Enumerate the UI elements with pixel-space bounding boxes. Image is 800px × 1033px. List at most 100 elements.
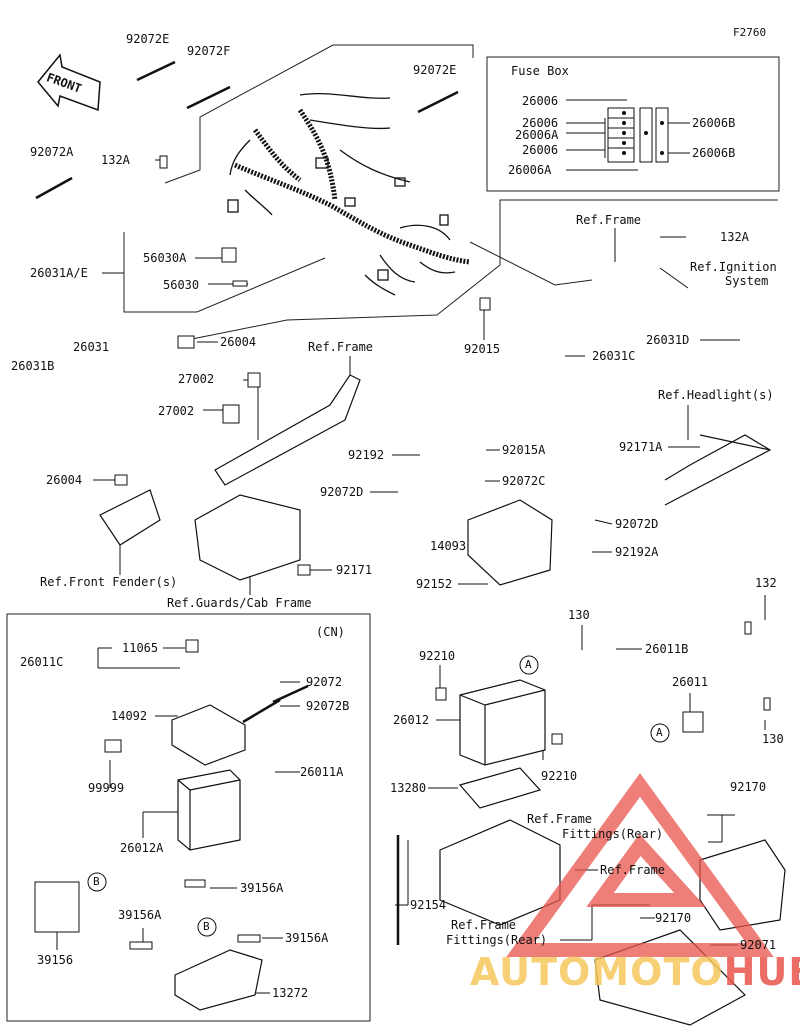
harness-outline-left	[123, 232, 326, 313]
callout-39156: 39156	[37, 953, 74, 967]
bracket-14093	[467, 499, 553, 586]
main-harness	[234, 108, 471, 265]
fuse-box-parts	[607, 107, 669, 163]
callout-92071: 92071	[740, 938, 777, 952]
callout-92072E: 92072E	[413, 63, 457, 77]
callout-13280: 13280	[390, 781, 427, 795]
callout-26011A: 26011A	[300, 765, 344, 779]
callout-26006: 26006	[522, 116, 559, 130]
marker-a: A	[656, 726, 663, 739]
callout-27002: 27002	[178, 372, 215, 386]
callout-14093: 14093	[430, 539, 467, 553]
marker-b: B	[93, 875, 100, 888]
callout-26004: 26004	[46, 473, 83, 487]
callout-26006A: 26006A	[515, 128, 559, 142]
ref-frame: Ref.Frame	[451, 918, 517, 932]
ref-frame: Ref.Frame	[527, 812, 593, 826]
ref-ignition: Ref.Ignition	[690, 260, 777, 274]
callout-26012A: 26012A	[120, 841, 164, 855]
ref-frame: Ref.Frame	[308, 340, 374, 354]
callout-26006: 26006	[522, 143, 559, 157]
callout-92072D: 92072D	[615, 517, 659, 531]
callout-39156A: 39156A	[285, 931, 329, 945]
figure-id: F2760	[733, 26, 767, 39]
fuse-box-title: Fuse Box	[511, 64, 569, 78]
callout-26004: 26004	[220, 335, 257, 349]
callout-92171A: 92171A	[619, 440, 663, 454]
callout-26031C: 26031C	[592, 349, 636, 363]
callout-132A: 132A	[101, 153, 130, 167]
harness-outline-right	[186, 199, 778, 341]
callout-92072A: 92072A	[30, 145, 74, 159]
callout-92171: 92171	[336, 563, 373, 577]
callout-39156A: 39156A	[240, 881, 284, 895]
battery-26012	[459, 679, 546, 766]
callout-26006: 26006	[522, 94, 559, 108]
cable-ties	[35, 60, 459, 724]
callout-92015A: 92015A	[502, 443, 546, 457]
callout-132: 132	[755, 576, 777, 590]
callout-26006B: 26006B	[692, 146, 736, 160]
small-parts	[34, 155, 771, 950]
callout-26011C: 26011C	[20, 655, 64, 669]
marker-b: B	[203, 920, 210, 933]
callout-92210: 92210	[541, 769, 578, 783]
callout-92210: 92210	[419, 649, 456, 663]
callout-92192: 92192	[348, 448, 385, 462]
ref-guards-cab-frame: Ref.Guards/Cab Frame	[167, 596, 312, 610]
callout-92170: 92170	[730, 780, 767, 794]
ref-fittings-rear: Fittings(Rear)	[562, 827, 664, 841]
callout-11065: 11065	[122, 641, 159, 655]
callout-26031: 26031	[73, 340, 110, 354]
callout-130: 130	[568, 608, 590, 622]
cn-frame	[6, 613, 371, 1022]
callout-56030A: 56030A	[143, 251, 187, 265]
ref-frame: Ref.Frame	[600, 863, 666, 877]
callout-92072F: 92072F	[187, 44, 231, 58]
callout-92152: 92152	[416, 577, 453, 591]
callout-26006B: 26006B	[692, 116, 736, 130]
callout-39156A: 39156A	[118, 908, 162, 922]
callout-26011: 26011	[672, 675, 709, 689]
callout-92015: 92015	[464, 342, 501, 356]
battery-26012a	[177, 769, 241, 851]
callout-27002: 27002	[158, 404, 195, 418]
callout-56030: 56030	[163, 278, 200, 292]
callout-13272: 13272	[272, 986, 309, 1000]
mat-13280	[458, 767, 542, 809]
ref-ignition-system: System	[725, 274, 769, 288]
headlight-bracket	[664, 434, 772, 506]
ref-front-fender: Ref.Front Fender(s)	[40, 575, 178, 589]
callout-26031B: 26031B	[11, 359, 55, 373]
ref-frame: Ref.Frame	[576, 213, 642, 227]
callout-26031AE: 26031A/E	[30, 266, 88, 280]
watermark-logo	[506, 773, 774, 957]
frame-bracket	[214, 374, 361, 486]
fuse-box-frame	[486, 56, 780, 192]
callout-26006A: 26006A	[508, 163, 552, 177]
harness-outline-top	[164, 44, 474, 184]
marker-a: A	[525, 658, 532, 671]
ref-headlights: Ref.Headlight(s)	[658, 388, 774, 402]
callout-92154: 92154	[410, 898, 447, 912]
front-arrow-icon	[37, 53, 101, 112]
cn-label: (CN)	[316, 625, 345, 639]
callout-26031D: 26031D	[646, 333, 690, 347]
callout-92192A: 92192A	[615, 545, 659, 559]
callout-130: 130	[762, 732, 784, 746]
ref-fittings-rear: Fittings(Rear)	[446, 933, 548, 947]
guards	[99, 489, 301, 581]
callout-92072C: 92072C	[502, 474, 546, 488]
callout-92170: 92170	[655, 911, 692, 925]
callout-92072: 92072	[306, 675, 343, 689]
callout-26012: 26012	[393, 713, 430, 727]
callout-92072D: 92072D	[320, 485, 364, 499]
callout-26011B: 26011B	[645, 642, 689, 656]
callout-14092: 14092	[111, 709, 148, 723]
bracket-13272	[174, 949, 263, 1011]
callout-92072E: 92072E	[126, 32, 170, 46]
callout-92072B: 92072B	[306, 699, 350, 713]
callout-132A: 132A	[720, 230, 749, 244]
